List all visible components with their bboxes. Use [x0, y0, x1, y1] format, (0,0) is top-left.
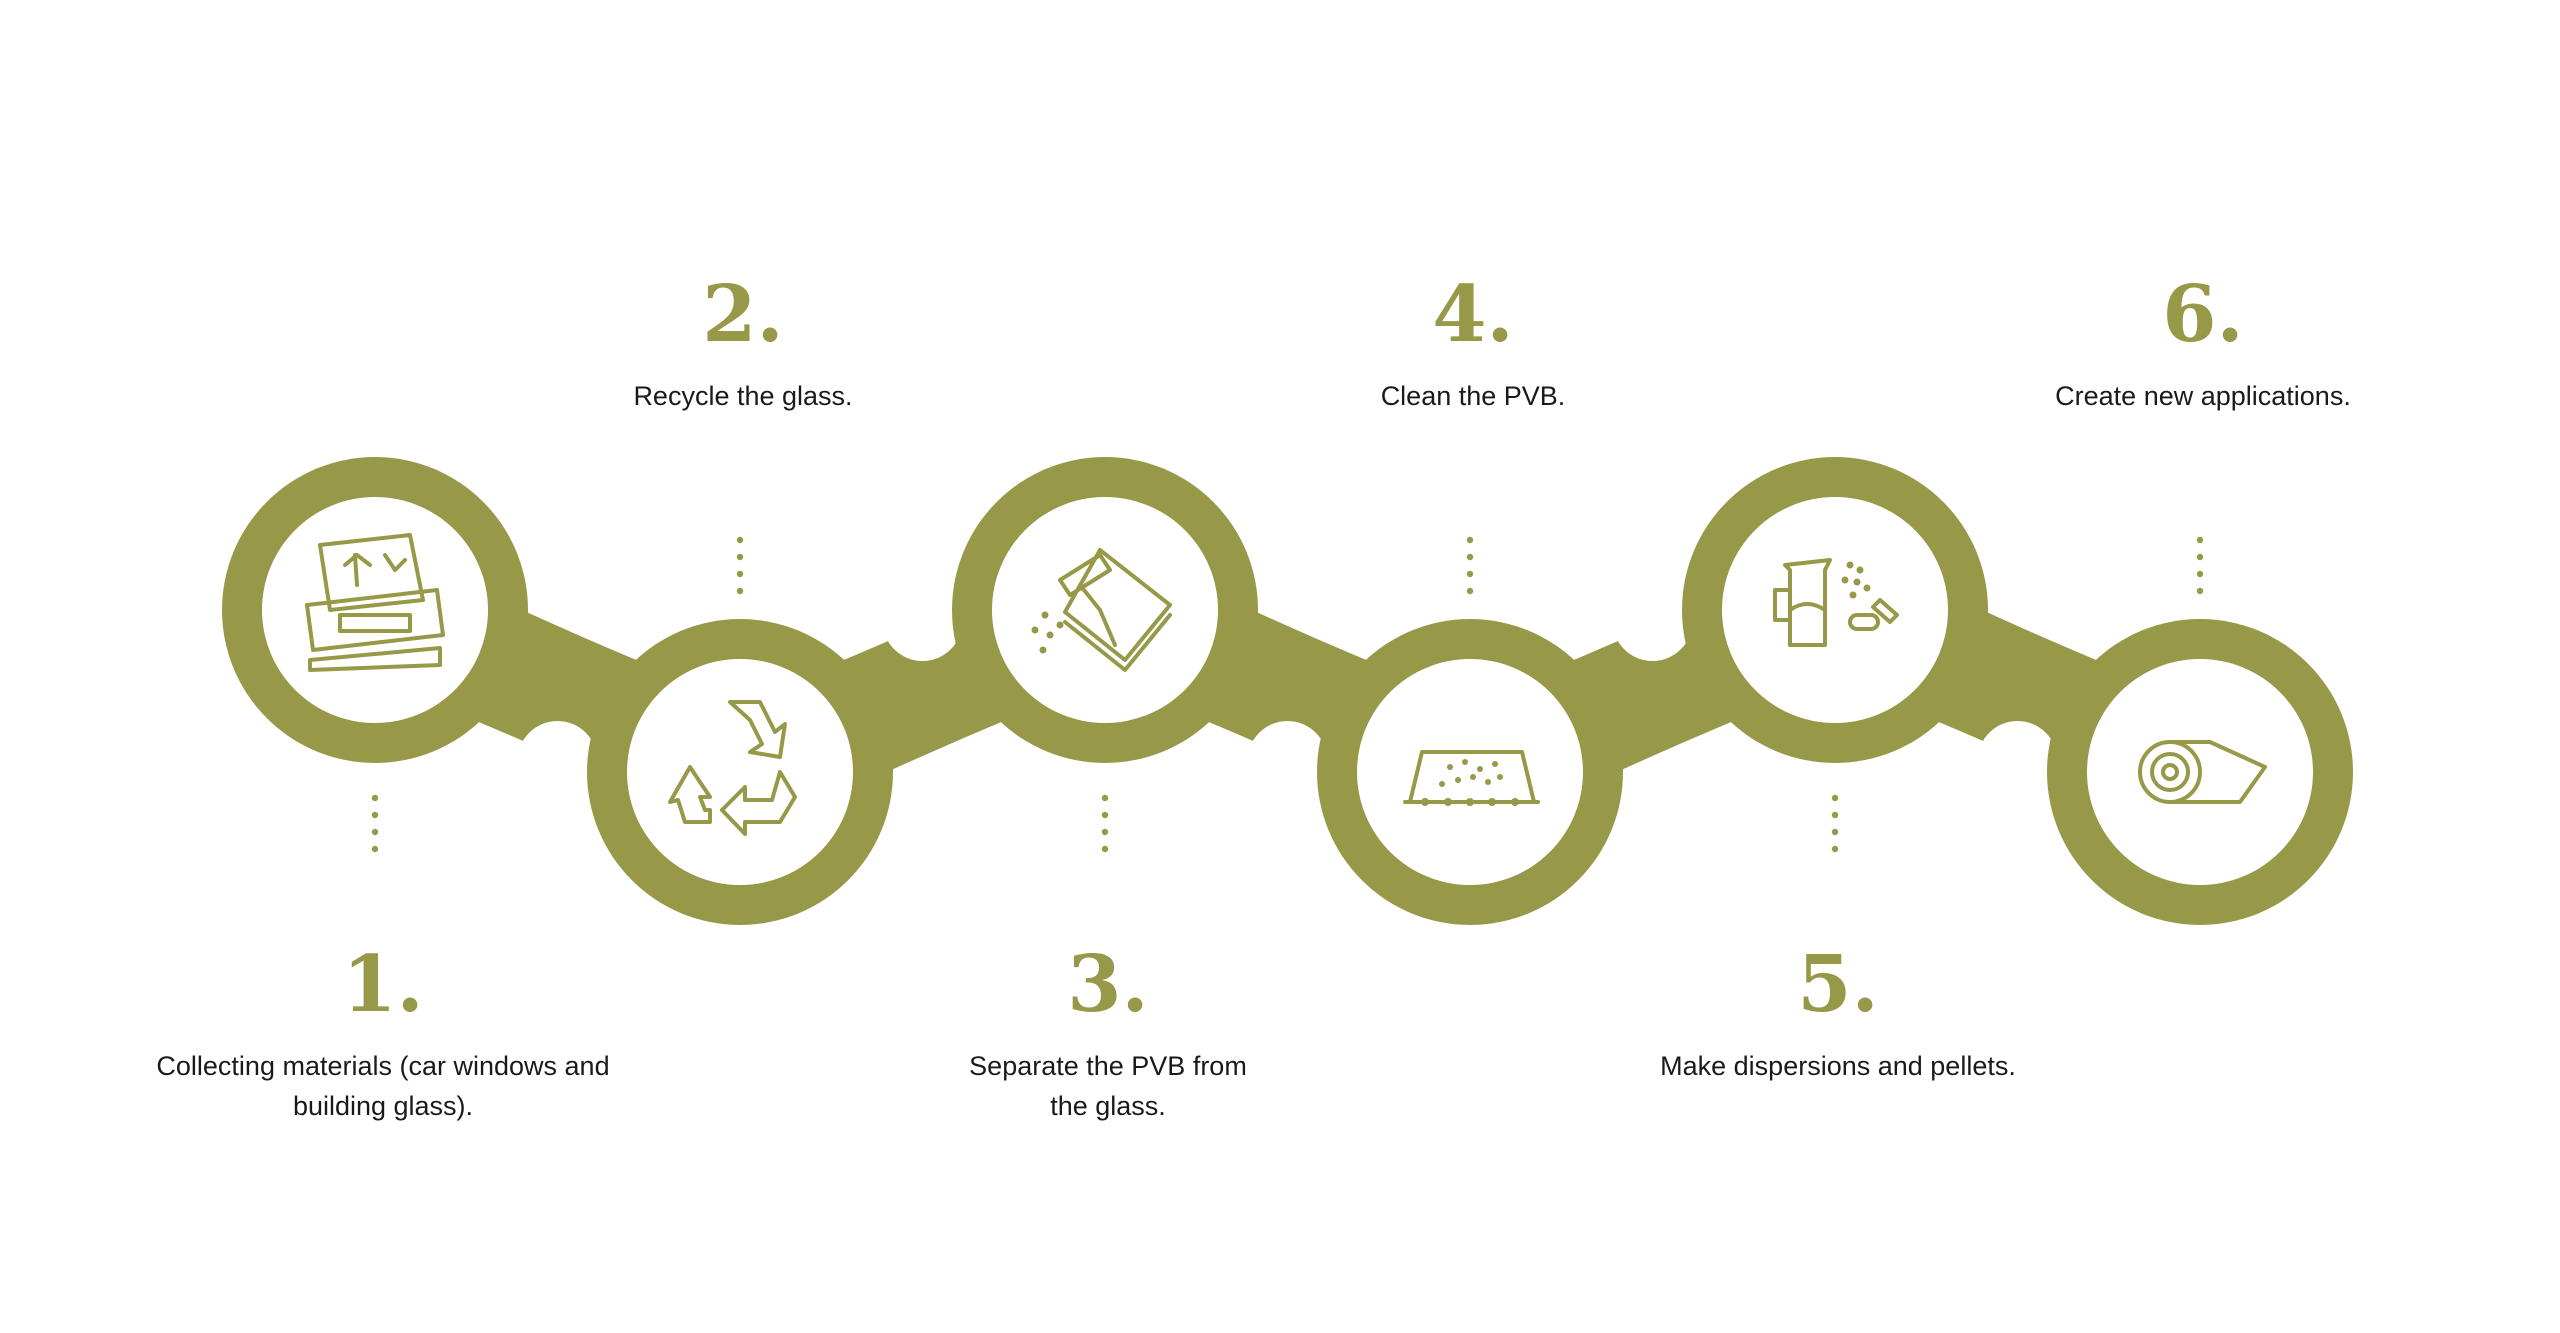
film-sheet-shape	[2168, 740, 2267, 804]
beaker-handle	[1773, 588, 1792, 622]
step-6-description: Create new applications.	[2055, 381, 2351, 411]
step-4-ring-inner	[1357, 659, 1583, 885]
step-4-connector-dot	[1466, 587, 1474, 595]
link-notch	[882, 581, 963, 661]
filter-cleaning-icon	[1403, 750, 1540, 806]
pellet-dot	[1849, 591, 1857, 599]
step-2-number: 2.	[702, 269, 784, 360]
particle-dot	[1039, 646, 1047, 654]
step-2-connector-dot	[736, 570, 744, 578]
beaker-shape	[1783, 558, 1832, 647]
recycle-arrow-right	[720, 770, 797, 836]
step-1-connector-dot	[371, 828, 379, 836]
step-4-number: 4.	[1432, 269, 1514, 360]
recycle-arrow-top	[728, 700, 787, 759]
step-1-connector-dot	[371, 794, 379, 802]
step-2-connector-dot	[736, 536, 744, 544]
recycle-arrow-left	[668, 765, 712, 824]
pvb-particle	[1462, 759, 1468, 765]
step-5-description: Make dispersions and pellets.	[1660, 1051, 2016, 1081]
step-1-connector-dot	[371, 811, 379, 819]
link-notch	[517, 721, 598, 801]
separation-scraper-icon	[1031, 548, 1172, 672]
pellet-dot	[1856, 566, 1864, 574]
roller-dot	[1511, 798, 1519, 806]
particle-dot	[1041, 611, 1049, 619]
step-5-ring-inner	[1722, 497, 1948, 723]
step-2-connector-dot	[736, 587, 744, 595]
step-3-connector-dot	[1101, 811, 1109, 819]
step-icons	[305, 533, 2267, 836]
car-body-shape	[305, 588, 445, 652]
car-bumper-shape	[308, 646, 442, 672]
step-4-description: Clean the PVB.	[1380, 381, 1566, 411]
step-6-connector-dot	[2196, 553, 2204, 561]
pvb-particle	[1497, 774, 1503, 780]
windshield-shape	[318, 533, 425, 612]
roll-mid	[2150, 752, 2190, 792]
step-1-description: Collecting materials (car windows and bu…	[156, 1051, 610, 1121]
step-4-connector-dot	[1466, 553, 1474, 561]
step-1-connector-dot	[371, 845, 379, 853]
step-3-connector-dot	[1101, 828, 1109, 836]
link-notch	[1247, 721, 1328, 801]
roller-dot	[1444, 798, 1452, 806]
step-3-connector-dot	[1101, 845, 1109, 853]
roll-core	[2161, 763, 2179, 781]
step-3-number: 3.	[1067, 939, 1149, 1030]
step-5-connector-dot	[1831, 811, 1839, 819]
pellet-dot	[1853, 578, 1861, 586]
step-4-connector-dot	[1466, 536, 1474, 544]
recycle-icon	[668, 700, 797, 836]
film-roll-icon	[2138, 740, 2267, 804]
step-5-connector-dot	[1831, 845, 1839, 853]
particle-dot	[1046, 631, 1054, 639]
step-6-connector-dot	[2196, 536, 2204, 544]
link-notch	[1612, 581, 1693, 661]
step-1-ring-inner	[262, 497, 488, 723]
roller-dot	[1488, 798, 1496, 806]
step-2-description: Recycle the glass.	[633, 381, 853, 411]
car-windshield-icon	[305, 533, 445, 672]
step-3-connector-dot	[1101, 794, 1109, 802]
step-5-connector-dot	[1831, 828, 1839, 836]
pvb-particle	[1485, 779, 1491, 785]
roller-dot	[1421, 798, 1429, 806]
step-2-connector-dot	[736, 553, 744, 561]
step-6-connector-dot	[2196, 587, 2204, 595]
pvb-particle	[1439, 781, 1445, 787]
crack-lines	[343, 553, 407, 587]
particle-dot	[1031, 626, 1039, 634]
beaker-liquid	[1788, 602, 1827, 612]
pellet-dot	[1863, 584, 1871, 592]
scraper-shape	[1058, 553, 1117, 647]
pellet-shape	[1848, 613, 1880, 631]
step-5-number: 5.	[1797, 939, 1879, 1030]
pellet-dot	[1846, 561, 1854, 569]
step-1-number: 1.	[342, 939, 424, 1030]
step-3-description: Separate the PVB from the glass.	[969, 1051, 1247, 1121]
step-4-connector-dot	[1466, 570, 1474, 578]
capsule-shape	[1871, 598, 1899, 624]
car-grille-shape	[338, 613, 412, 633]
pvb-particle	[1470, 774, 1476, 780]
pvb-particle	[1455, 777, 1461, 783]
particle-dot	[1056, 621, 1064, 629]
connector-dots	[371, 536, 2204, 853]
step-6-connector-dot	[2196, 570, 2204, 578]
pellet-dot	[1841, 576, 1849, 584]
pvb-particle	[1492, 761, 1498, 767]
step-2-ring-inner	[627, 659, 853, 885]
beaker-pellets-icon	[1773, 558, 1899, 647]
pvb-particle	[1447, 764, 1453, 770]
roller-dot	[1466, 798, 1474, 806]
step-5-connector-dot	[1831, 794, 1839, 802]
step-3-ring-inner	[992, 497, 1218, 723]
glass-sheet-bottom	[1063, 613, 1172, 672]
pvb-particle	[1477, 766, 1483, 772]
link-notch	[1977, 721, 2058, 801]
step-6-number: 6.	[2162, 269, 2244, 360]
